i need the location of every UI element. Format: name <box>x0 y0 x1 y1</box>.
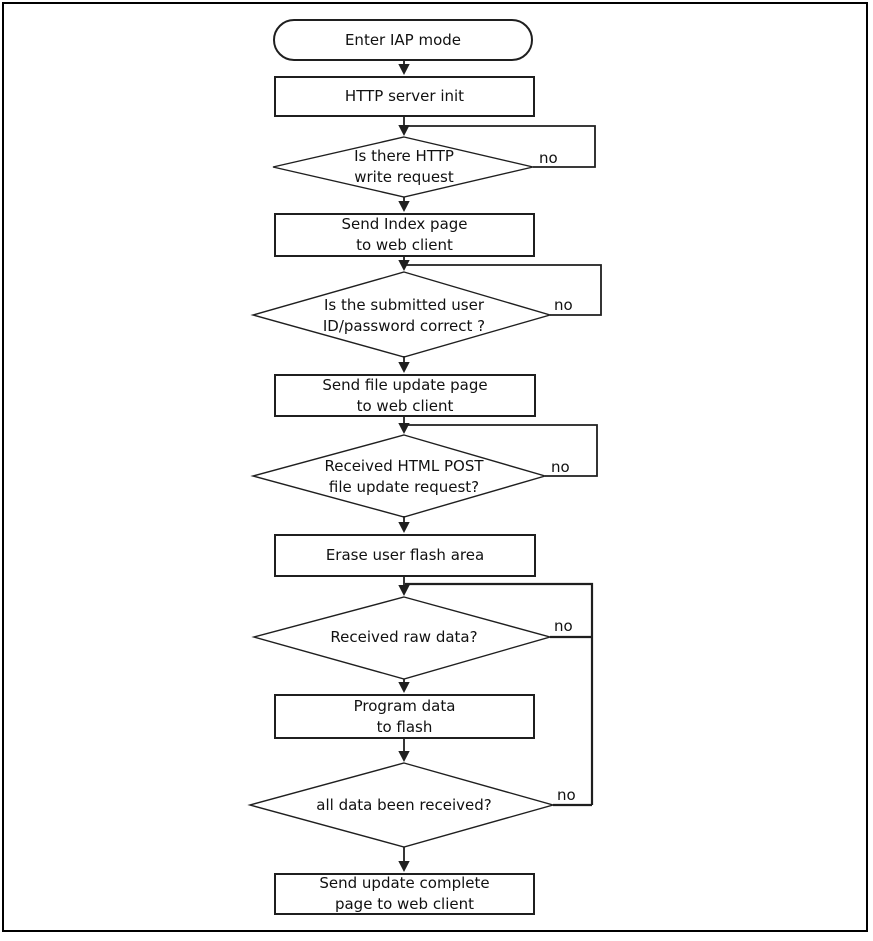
node-send-index-page-label: Send Index page to web client <box>341 215 468 254</box>
arrow-id-password-to-file-update-page <box>398 356 410 373</box>
diamond-all-data-received <box>247 762 556 848</box>
loop-no-http-write-request <box>405 125 596 168</box>
loop-no-raw-data-and-all-data <box>405 582 594 807</box>
node-program-data-to-flash-label: Program data to flash <box>353 696 456 736</box>
arrow-html-post-to-erase-flash <box>398 516 410 533</box>
arrow-file-update-page-to-html-post <box>398 416 410 434</box>
node-http-server-init-label: HTTP server init <box>344 87 465 105</box>
arrow-start-to-http-init <box>398 60 410 75</box>
arrow-all-data-to-update-complete <box>398 847 410 872</box>
no-label-received-html-post: no <box>551 458 570 476</box>
node-program-data-to-flash: Program data to flash <box>274 694 535 739</box>
node-erase-user-flash-label: Erase user flash area <box>325 546 485 564</box>
node-http-server-init: HTTP server init <box>274 76 535 117</box>
no-label-all-data-received: no <box>557 786 576 804</box>
node-send-file-update-page-label: Send file update page to web client <box>322 375 488 415</box>
no-label-received-raw-data: no <box>554 617 573 635</box>
arrow-send-index-to-id-password <box>398 256 410 271</box>
node-erase-user-flash: Erase user flash area <box>274 534 536 577</box>
arrow-write-request-to-send-index <box>398 197 410 212</box>
arrow-http-init-to-write-request <box>398 116 410 136</box>
no-label-http-write-request: no <box>539 149 558 167</box>
node-send-update-complete-label: Send update complete page to web client <box>319 874 490 913</box>
diamond-id-password-correct <box>250 271 553 358</box>
loop-no-received-html-post <box>405 424 598 477</box>
loop-no-id-password-correct <box>405 264 602 316</box>
node-start: Enter IAP mode <box>273 19 533 61</box>
node-send-file-update-page: Send file update page to web client <box>274 374 536 417</box>
node-start-label: Enter IAP mode <box>344 30 462 49</box>
diamond-received-raw-data <box>251 596 553 680</box>
node-send-update-complete: Send update complete page to web client <box>274 873 535 915</box>
diamond-received-html-post <box>250 434 548 518</box>
arrow-program-data-to-all-data <box>398 738 410 762</box>
arrow-erase-flash-to-raw-data <box>398 576 410 596</box>
node-send-index-page: Send Index page to web client <box>274 213 535 257</box>
arrow-raw-data-to-program-data <box>398 679 410 693</box>
diamond-http-write-request <box>272 136 534 198</box>
no-label-id-password-correct: no <box>554 296 573 314</box>
